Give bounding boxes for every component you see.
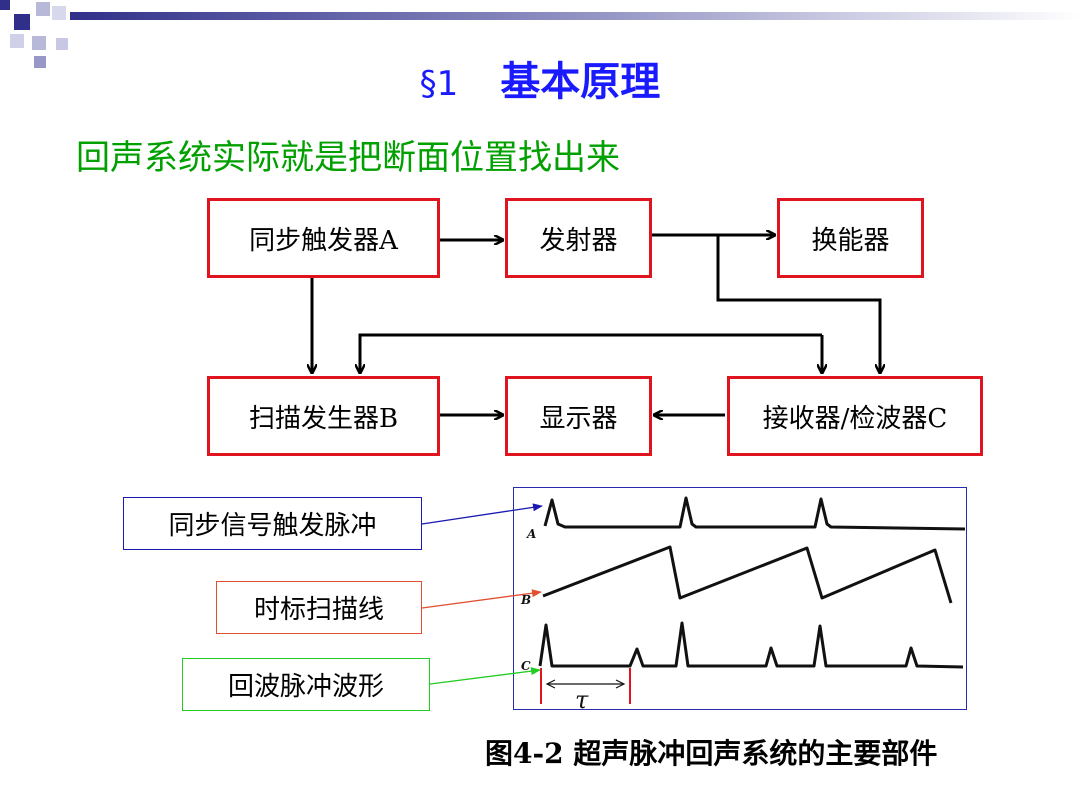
block-display: 显示器	[505, 376, 652, 456]
waveform-panel	[513, 487, 967, 710]
pointer-echo-pulse	[429, 667, 541, 685]
interval-tau: τ	[575, 686, 589, 714]
arrow-bus-to-sweep	[360, 333, 822, 373]
pointer-sync-pulse	[421, 503, 543, 525]
trace-b-sweep	[542, 545, 953, 604]
trace-b-label: B	[520, 593, 531, 607]
subtitle: 回声系统实际就是把断面位置找出来	[76, 138, 620, 178]
figure-caption: 图4-2 超声脉冲回声系统的主要部件	[485, 737, 938, 770]
pointer-time-sweep	[421, 589, 542, 609]
header-decoration	[0, 0, 1080, 68]
arrow-transmitter-to-receiver	[716, 235, 880, 373]
section-number: §1	[419, 64, 459, 104]
block-sweep-generator: 扫描发生器B	[207, 376, 440, 456]
block-sync-trigger: 同步触发器A	[207, 198, 440, 278]
label-time-sweep: 时标扫描线	[216, 581, 422, 634]
trace-a-label: A	[526, 527, 536, 541]
title-text: 基本原理	[500, 59, 661, 105]
trace-c-echo-pulses	[538, 621, 964, 669]
trace-c-label: C	[521, 659, 531, 673]
label-echo-pulse: 回波脉冲波形	[182, 658, 430, 711]
label-sync-pulse: 同步信号触发脉冲	[123, 497, 422, 550]
block-transmitter: 发射器	[505, 198, 652, 278]
trace-a-sync-pulses	[543, 496, 966, 531]
block-transducer: 换能器	[777, 198, 924, 278]
page-title: §1 基本原理	[0, 56, 1080, 110]
block-receiver: 接收器/检波器C	[727, 376, 983, 456]
